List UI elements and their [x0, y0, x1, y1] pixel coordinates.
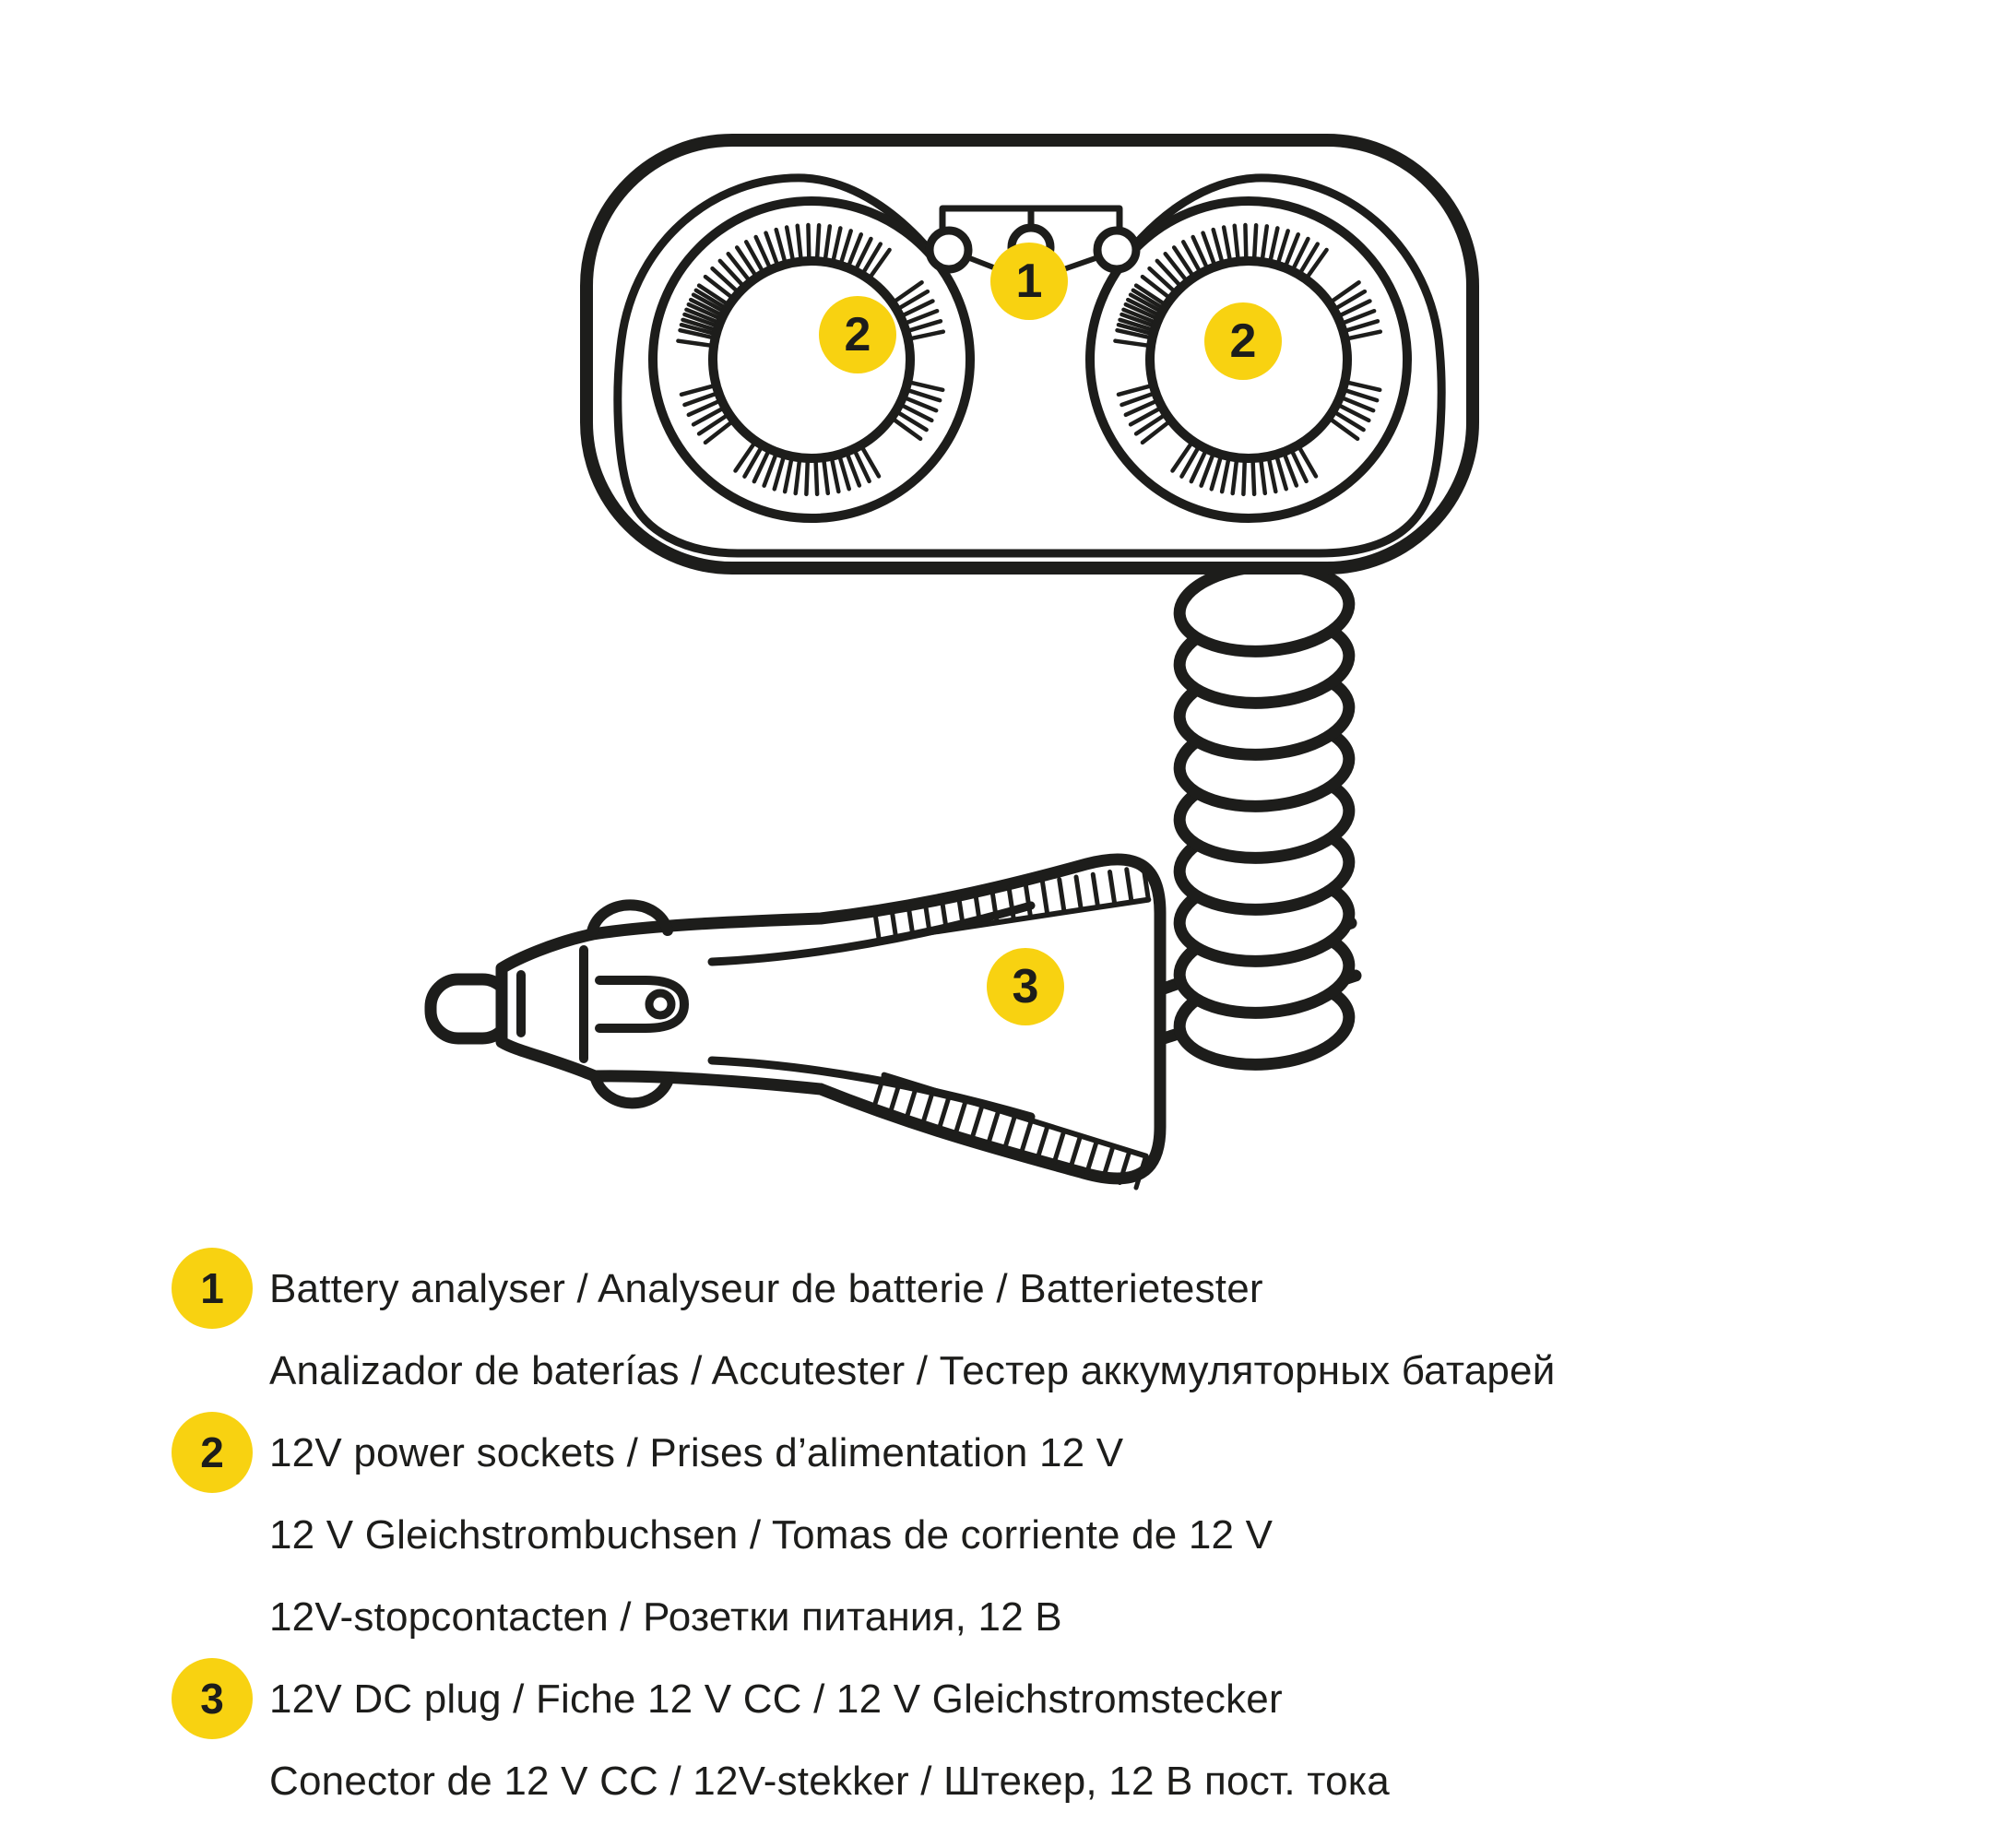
analyser-led-left	[925, 226, 973, 274]
callout-2-right-number: 2	[1230, 314, 1257, 368]
legend-text-line: Analizador de baterías / Accutester / Те…	[269, 1348, 1556, 1393]
callout-1-number: 1	[1016, 255, 1043, 308]
dc-plug	[424, 853, 1167, 1191]
legend-text-line: Conector de 12 V CC / 12V-stekker / Штек…	[269, 1759, 1390, 1804]
head-inner-contour	[613, 173, 1446, 558]
callout-3-number: 3	[1013, 960, 1039, 1013]
legend-badge-2: 2	[172, 1412, 253, 1493]
legend-badge-1-number: 1	[200, 1264, 224, 1312]
plug-fuse-hole	[645, 989, 676, 1020]
coiled-cord	[1173, 560, 1356, 1071]
legend-item-power-sockets: 2 12V power sockets / Prises d’alimentat…	[0, 1412, 2014, 1658]
legend-badge-3-number: 3	[200, 1675, 224, 1723]
legend-item-dc-plug: 3 12V DC plug / Fiche 12 V CC / 12 V Gle…	[0, 1658, 2014, 1822]
power-socket-right	[1085, 196, 1412, 523]
device-diagram: 1 2 2 3	[424, 134, 1479, 1191]
plug-side-contact-top	[586, 899, 673, 937]
legend-item-battery-analyser: 1 Battery analyser / Analyseur de batter…	[0, 1248, 2014, 1412]
plug-body-outline	[495, 853, 1167, 1185]
socket-knurling-left	[676, 222, 946, 497]
plug-grip-hatching-bottom	[871, 1072, 1149, 1191]
legend-text-line: 12V-stopcontacten / Розетки питания, 12 …	[269, 1594, 1062, 1640]
callout-2-right: 2	[1204, 302, 1282, 380]
legend-text-line: 12V power sockets / Prises d’alimentatio…	[269, 1430, 1124, 1475]
plug-shoulder-line-top	[707, 901, 1036, 966]
plug-side-contact-bottom	[589, 1071, 675, 1109]
legend-text-line: 12V DC plug / Fiche 12 V CC / 12 V Gleic…	[269, 1676, 1283, 1722]
power-socket-left	[648, 196, 975, 523]
socket-head	[580, 134, 1479, 575]
legend-badge-3: 3	[172, 1658, 253, 1739]
callout-1: 1	[990, 243, 1068, 320]
callout-2-left: 2	[819, 296, 896, 373]
plug-grip-hatching-top	[871, 864, 1152, 943]
callout-2-left-number: 2	[845, 308, 871, 361]
legend-text-line: Battery analyser / Analyseur de batterie…	[269, 1266, 1263, 1311]
callout-3: 3	[987, 948, 1064, 1025]
legend-badge-1: 1	[172, 1248, 253, 1329]
legend-badge-2-number: 2	[200, 1428, 224, 1476]
socket-knurling-right	[1113, 222, 1383, 497]
analyser-led-right	[1093, 226, 1141, 274]
legend-text-line: 12 V Gleichstrombuchsen / Tomas de corri…	[269, 1512, 1274, 1558]
